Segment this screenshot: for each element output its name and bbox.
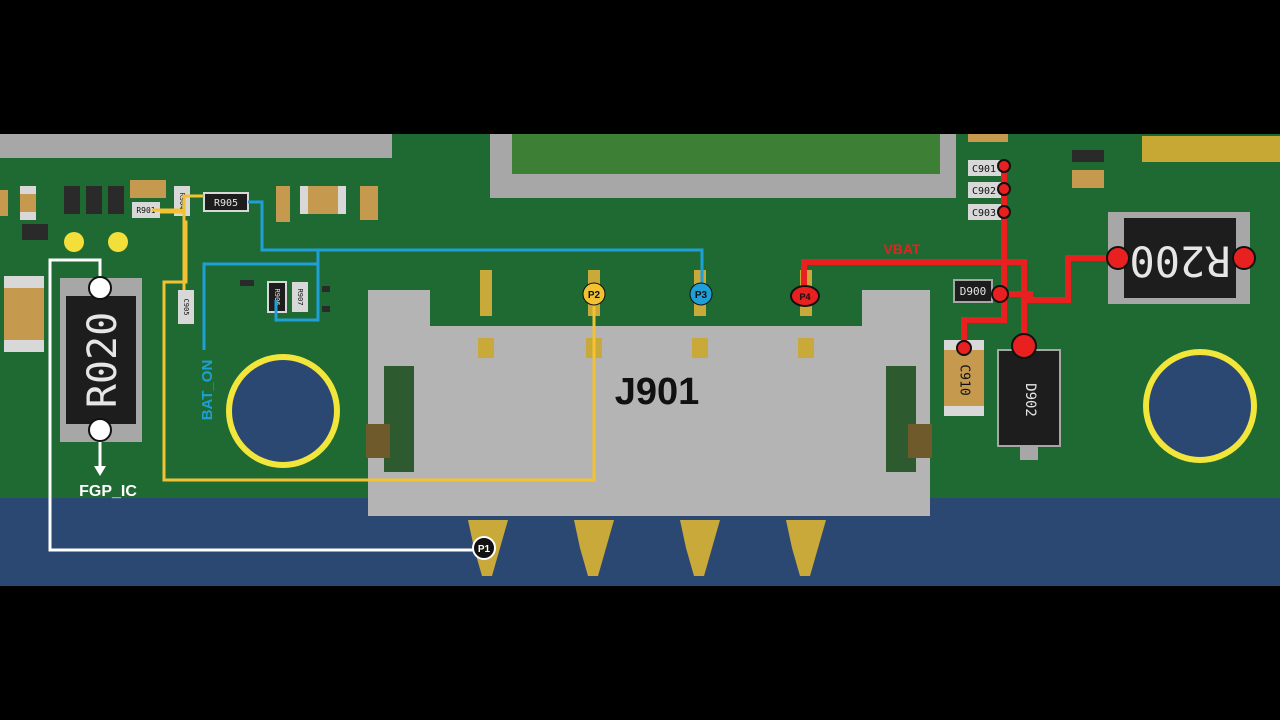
gold-pad-top-right: [1142, 136, 1280, 162]
pin-p4-marker: P4: [790, 285, 820, 307]
frame-inner: [512, 134, 940, 174]
d902-label: D902: [1022, 383, 1038, 417]
c905-label: C905: [182, 299, 190, 316]
c902-label: C902: [972, 186, 996, 197]
d902-diode: D902: [997, 349, 1061, 460]
mount-hole-left: [226, 354, 340, 468]
fgp-trace: [48, 258, 484, 552]
r020-label: R020: [80, 312, 126, 408]
bat-on-trace: [248, 200, 704, 294]
r904-label: R904: [178, 193, 186, 210]
r020-pad-bottom: [88, 418, 112, 442]
r200-resistor: R200: [1108, 212, 1250, 304]
vbat-decoupling-caps: C901 C902 C903: [968, 160, 1002, 220]
p2-trace-top: [160, 194, 204, 214]
fgp-ic-net-label: FGP_IC: [79, 483, 137, 500]
connector-bottom-pins: [468, 520, 826, 576]
pin-p1-label: P1: [478, 544, 491, 555]
shield-strip: [0, 134, 392, 158]
r020-pad-top: [88, 276, 112, 300]
r905-label: R905: [214, 198, 238, 209]
signal-resistors: R905 R901 R904 R906 R907 C905: [132, 186, 330, 324]
vbat-net-label: VBAT: [883, 241, 921, 257]
bat-on-branch: [202, 250, 320, 350]
pin-p4-label: P4: [799, 292, 810, 302]
r901-label: R901: [136, 206, 155, 215]
vbat-test-points: [956, 159, 1256, 359]
mount-hole-right: [1143, 349, 1257, 463]
d900-diode: D900: [953, 279, 993, 303]
c903-label: C903: [972, 208, 996, 219]
pin-p2-marker: P2: [582, 282, 606, 306]
r020-resistor: R020: [60, 278, 142, 442]
r907-label: R907: [296, 289, 304, 306]
pin-p3-marker: P3: [689, 282, 713, 306]
small-smd-components: [0, 134, 1104, 352]
bat-on-net-label: BAT_ON: [199, 360, 216, 421]
r200-label: R200: [1129, 237, 1230, 286]
pin-p3-label: P3: [695, 290, 708, 301]
j901-connector: J901: [366, 290, 932, 516]
d900-label: D900: [960, 285, 987, 298]
c901-label: C901: [972, 164, 996, 175]
pin-p2-label: P2: [588, 290, 601, 301]
j901-label: J901: [615, 371, 700, 413]
fgp-arrow-head: [94, 466, 106, 476]
r906-label: R906: [273, 289, 281, 306]
pin-p1-marker: P1: [472, 536, 496, 560]
c910-label: C910: [957, 364, 972, 395]
